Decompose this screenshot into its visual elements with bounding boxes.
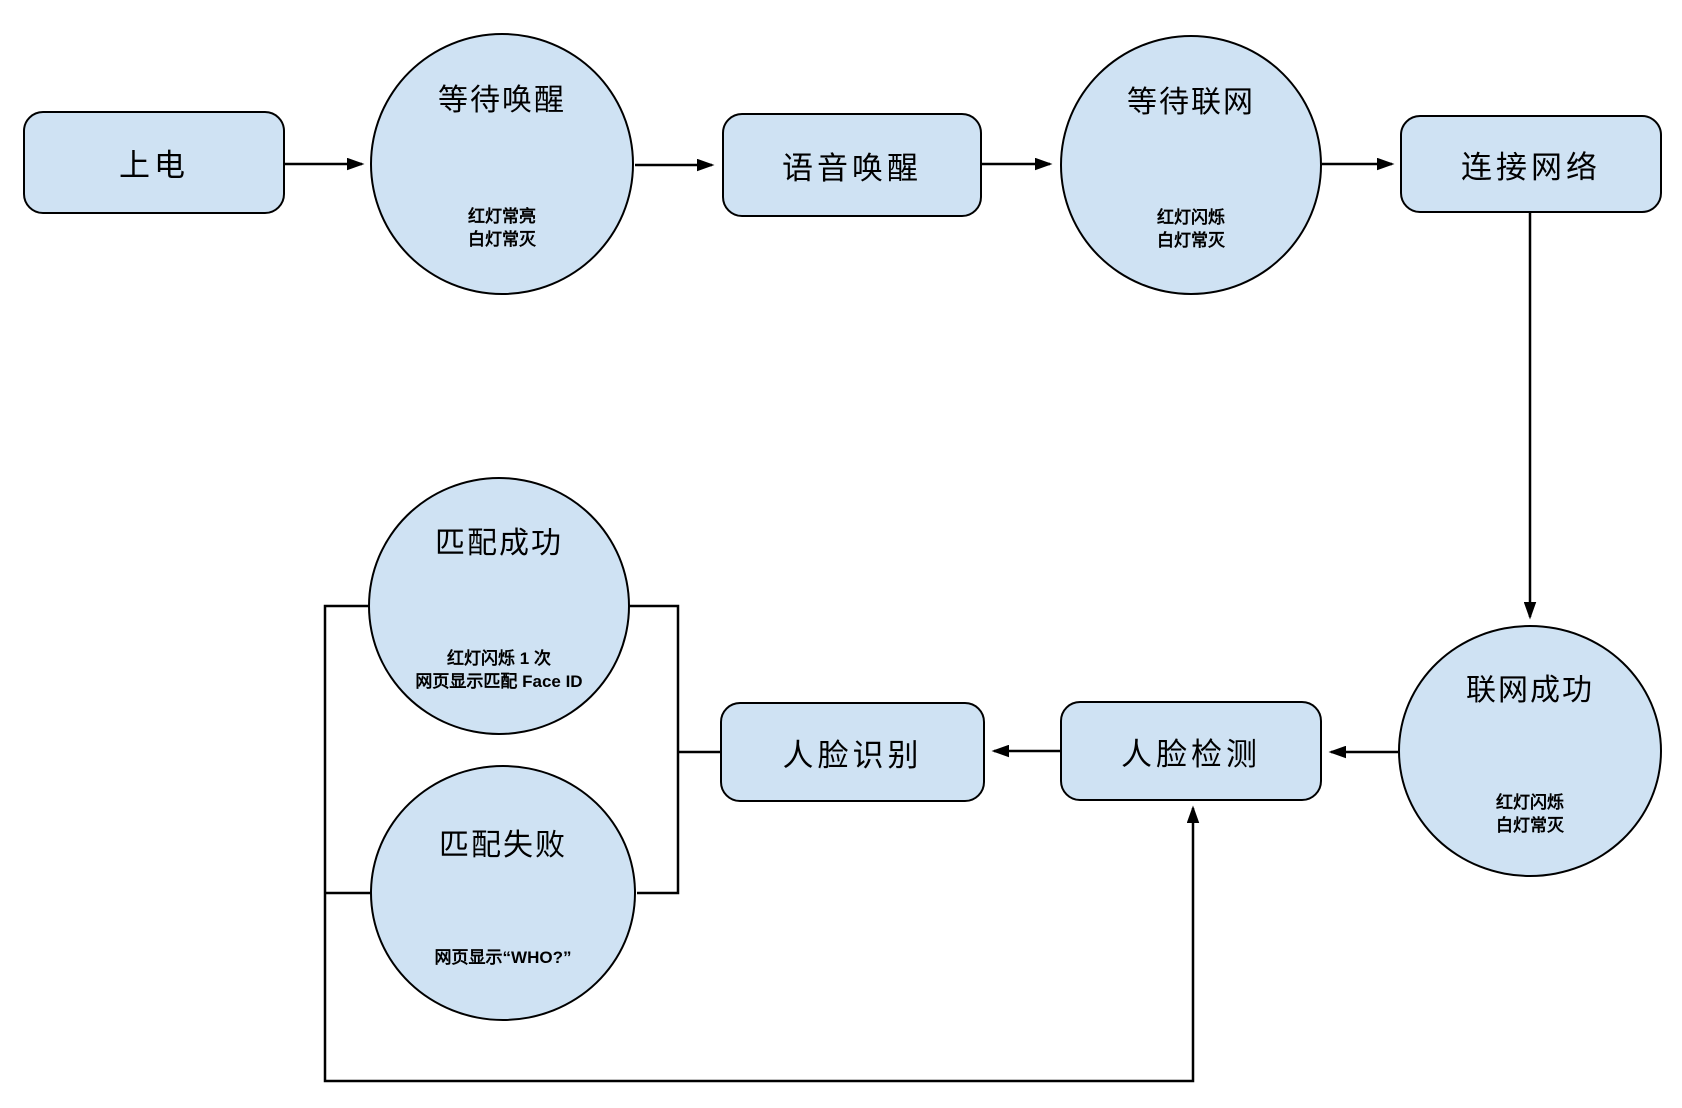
node-wait-network-title: 等待联网: [1127, 85, 1255, 119]
node-connect-network: 连接网络: [1400, 115, 1662, 213]
edge-junction-to-match-circles: [630, 604, 680, 895]
node-match-fail-title: 匹配失败: [439, 829, 567, 863]
node-wait-wake-title: 等待唤醒: [438, 83, 566, 117]
node-face-detect: 人脸检测: [1060, 701, 1322, 801]
node-match-success-title: 匹配成功: [435, 527, 563, 561]
node-network-success: 联网成功 红灯闪烁 白灯常灭: [1398, 625, 1662, 877]
node-match-fail: 匹配失败 网页显示“WHO?”: [370, 765, 636, 1021]
node-connect-network-label: 连接网络: [1461, 149, 1601, 185]
node-voice-wake-label: 语音唤醒: [782, 150, 922, 186]
node-face-detect-label: 人脸检测: [1121, 736, 1261, 772]
node-power-on-label: 上电: [119, 148, 189, 183]
node-network-success-title: 联网成功: [1466, 674, 1594, 708]
node-match-success: 匹配成功 红灯闪烁 1 次 网页显示匹配 Face ID: [368, 477, 630, 735]
node-face-recognize-label: 人脸识别: [782, 737, 923, 773]
node-voice-wake: 语音唤醒: [722, 113, 982, 217]
node-power-on: 上电: [23, 111, 285, 214]
edge-loop-back-to-facedetect: [323, 604, 1200, 1083]
node-wait-wake-status: 红灯常亮 白灯常灭: [468, 207, 536, 250]
node-network-success-status: 红灯闪烁 白灯常灭: [1496, 792, 1564, 835]
node-match-success-status: 红灯闪烁 1 次 网页显示匹配 Face ID: [415, 648, 583, 691]
node-wait-network: 等待联网 红灯闪烁 白灯常灭: [1060, 35, 1322, 295]
node-face-recognize: 人脸识别: [720, 702, 985, 802]
node-match-fail-status: 网页显示“WHO?”: [434, 947, 572, 967]
node-wait-network-status: 红灯闪烁 白灯常灭: [1157, 207, 1225, 250]
node-wait-wake: 等待唤醒 红灯常亮 白灯常灭: [370, 33, 634, 295]
